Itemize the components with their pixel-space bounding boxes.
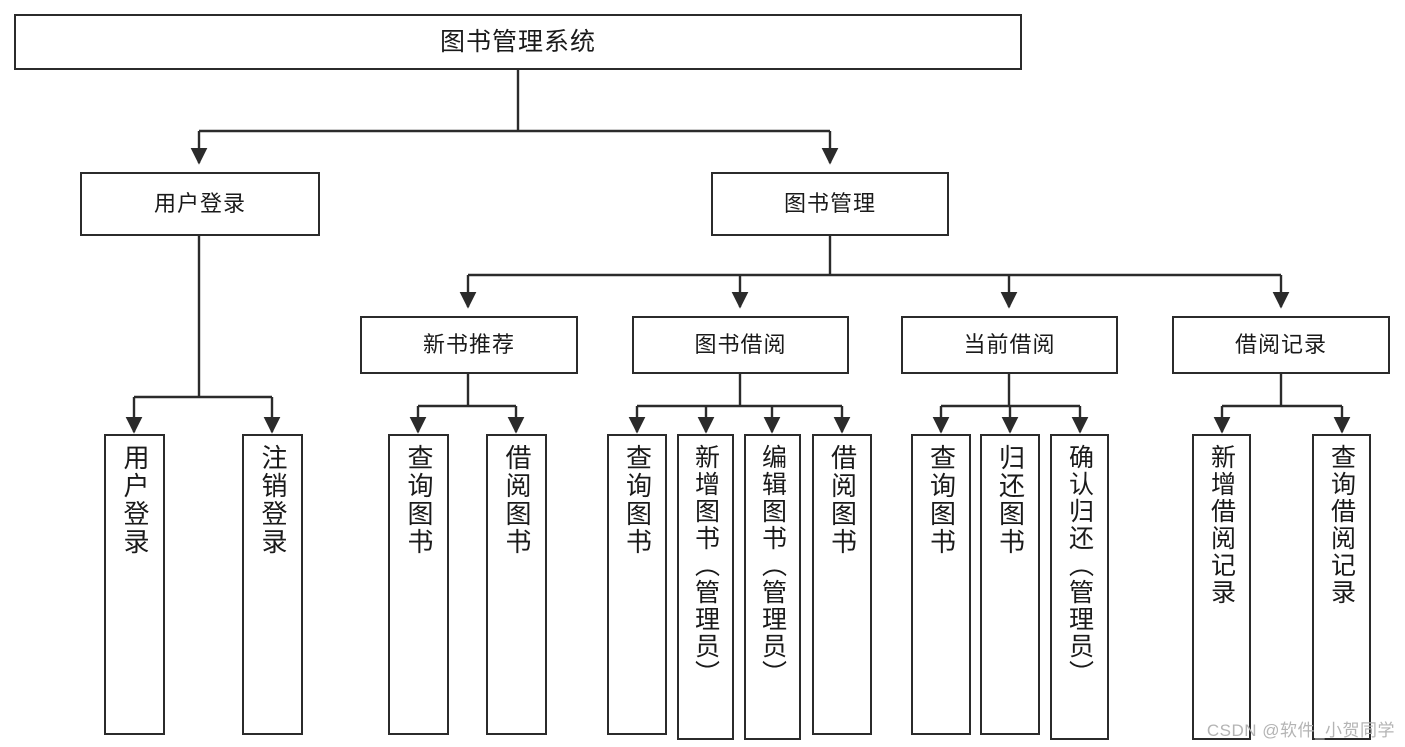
node-label: 新书推荐 — [422, 331, 515, 357]
leaf-book-borrow-edit[interactable]: 编辑图书（管理员） — [744, 434, 801, 740]
node-label: 新增借阅记录 — [1207, 444, 1236, 606]
leaf-user-login-logout[interactable]: 注销登录 — [242, 434, 303, 735]
leaf-borrow-record-add[interactable]: 新增借阅记录 — [1192, 434, 1251, 740]
node-label: 用户登录 — [153, 190, 246, 216]
node-label: 查询图书 — [404, 444, 435, 556]
node-book-management[interactable]: 图书管理 — [711, 172, 949, 236]
leaf-user-login-login[interactable]: 用户登录 — [104, 434, 165, 735]
node-label: 查询图书 — [622, 444, 653, 556]
leaf-borrow-record-query[interactable]: 查询借阅记录 — [1312, 434, 1371, 740]
leaf-book-borrow-add[interactable]: 新增图书（管理员） — [677, 434, 734, 740]
leaf-current-borrow-query[interactable]: 查询图书 — [911, 434, 971, 735]
node-label: 借阅图书 — [502, 444, 533, 556]
node-label: 图书管理 — [783, 190, 876, 216]
node-label: 确认归还（管理员） — [1065, 444, 1094, 687]
node-label: 新增图书（管理员） — [691, 444, 720, 687]
leaf-book-borrow-query[interactable]: 查询图书 — [607, 434, 667, 735]
node-label: 图书管理系统 — [439, 28, 596, 56]
node-current-borrow[interactable]: 当前借阅 — [901, 316, 1118, 374]
leaf-current-borrow-return[interactable]: 归还图书 — [980, 434, 1040, 735]
node-label: 用户登录 — [120, 444, 151, 556]
node-user-login[interactable]: 用户登录 — [80, 172, 320, 236]
node-label: 注销登录 — [258, 444, 289, 556]
node-label: 图书借阅 — [694, 331, 787, 357]
node-label: 借阅图书 — [827, 444, 858, 556]
node-label: 编辑图书（管理员） — [758, 444, 787, 687]
node-book-borrow[interactable]: 图书借阅 — [632, 316, 849, 374]
leaf-new-book-borrow[interactable]: 借阅图书 — [486, 434, 547, 735]
leaf-new-book-query[interactable]: 查询图书 — [388, 434, 449, 735]
node-label: 借阅记录 — [1234, 331, 1327, 357]
node-root-system[interactable]: 图书管理系统 — [14, 14, 1022, 70]
csdn-watermark: CSDN @软件_小贺同学 — [1206, 721, 1395, 740]
node-label: 查询借阅记录 — [1327, 444, 1356, 606]
node-new-book-recommend[interactable]: 新书推荐 — [360, 316, 578, 374]
node-borrow-record[interactable]: 借阅记录 — [1172, 316, 1390, 374]
node-label: 当前借阅 — [963, 331, 1056, 357]
leaf-current-borrow-confirm-return[interactable]: 确认归还（管理员） — [1050, 434, 1109, 740]
node-label: 查询图书 — [926, 444, 957, 556]
node-label: 归还图书 — [995, 444, 1026, 556]
leaf-book-borrow-borrow[interactable]: 借阅图书 — [812, 434, 872, 735]
